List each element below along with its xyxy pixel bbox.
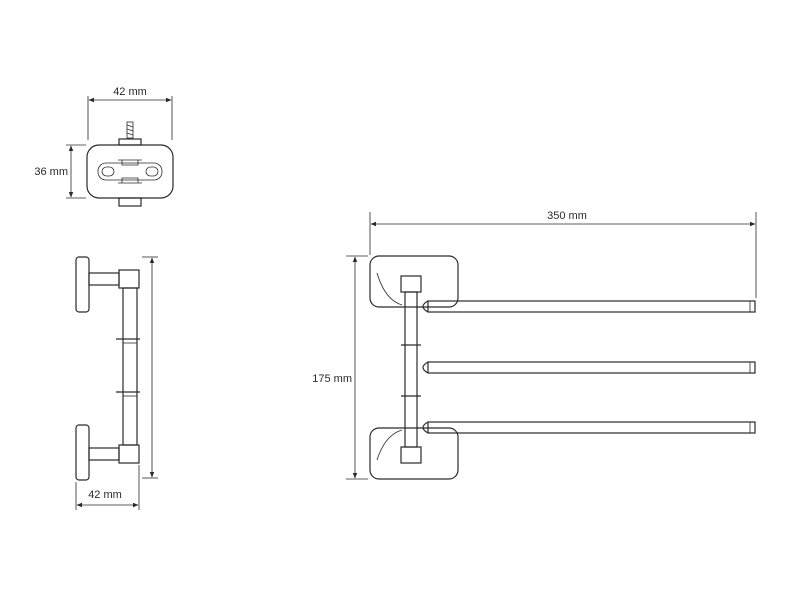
screw-icon: [126, 121, 134, 139]
towel-bar-1: [427, 300, 756, 313]
top-height-label: 36 mm: [34, 166, 68, 178]
side-view: 42 mm: [75, 256, 158, 510]
front-view: 350 mm 175 mm: [312, 210, 757, 480]
wall-plate-bottom: [75, 424, 90, 481]
front-wall-plate-top: [369, 255, 459, 308]
front-height-label: 175 mm: [312, 373, 352, 385]
top-view: 42 mm 36 mm: [34, 86, 174, 207]
bracket-body: [86, 144, 174, 199]
pivot-column: [122, 287, 138, 446]
towel-bar-3: [427, 421, 756, 434]
side-depth-label: 42 mm: [88, 489, 122, 501]
front-wall-plate-bottom: [369, 427, 459, 480]
top-width-label: 42 mm: [113, 86, 147, 98]
towel-bar-2: [427, 361, 756, 374]
front-width-label: 350 mm: [547, 210, 587, 222]
front-pivot-column: [404, 291, 418, 448]
wall-plate-top: [75, 256, 90, 313]
